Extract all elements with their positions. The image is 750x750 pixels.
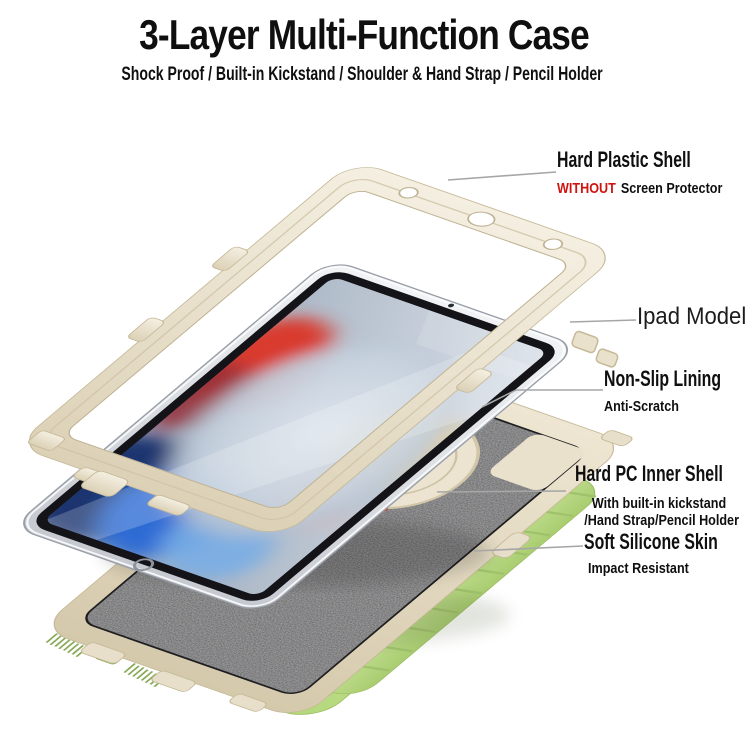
leader-hard-plastic-shell <box>447 171 557 181</box>
label-hard-pc-inner-shell: Hard PC Inner Shell <box>575 461 723 486</box>
home-button <box>132 558 155 571</box>
leader-soft-silicone-skin <box>473 545 584 552</box>
ipad-layer <box>23 264 569 609</box>
shell-camera-holes <box>398 186 564 250</box>
note-highlight-without: WITHOUT <box>557 180 616 197</box>
front-camera-dot <box>448 303 455 308</box>
leader-ipad-model <box>569 319 637 323</box>
label-soft-silicone-skin: Soft Silicone Skin <box>584 529 718 554</box>
note-hand-strap-pencil-holder: /Hand Strap/Pencil Holder <box>584 512 739 529</box>
note-anti-scratch: Anti-Scratch <box>604 398 679 415</box>
label-non-slip-lining: Non-Slip Lining <box>604 366 722 391</box>
note-built-in-kickstand: With built-in kickstand <box>591 495 727 512</box>
note-screen-protector: Screen Protector <box>620 180 723 197</box>
page-title: 3-Layer Multi-Function Case <box>139 11 590 58</box>
page-subtitle: Shock Proof / Built-in Kickstand / Shoul… <box>121 64 603 85</box>
note-impact-resistant: Impact Resistant <box>588 560 689 577</box>
shell-corner-clips <box>571 330 619 368</box>
label-hard-plastic-shell: Hard Plastic Shell <box>557 147 691 172</box>
label-ipad-model: Ipad Model <box>637 303 747 330</box>
hard-plastic-shell-layer <box>27 167 606 532</box>
shell-tabs <box>27 246 492 516</box>
camera-cutout <box>490 434 585 490</box>
leader-lines <box>436 171 637 552</box>
leader-non-slip-lining <box>481 389 603 408</box>
leader-hard-pc-inner-shell <box>436 490 567 493</box>
